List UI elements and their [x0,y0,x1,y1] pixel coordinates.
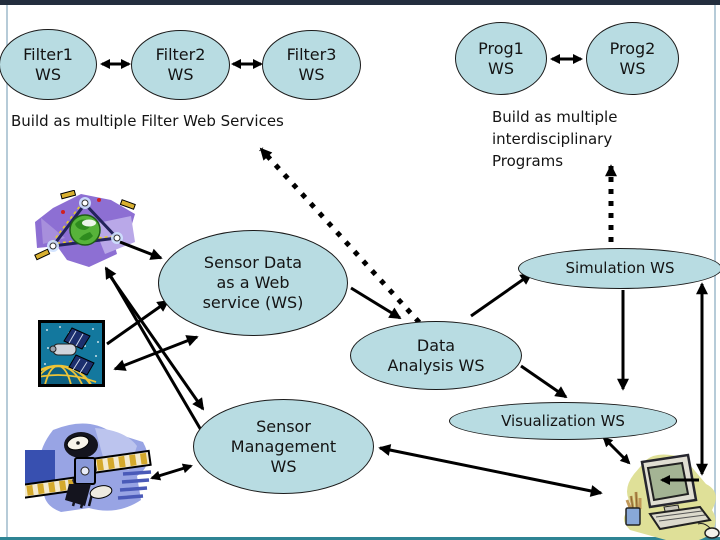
pencil-cup [625,491,642,526]
slide-left-border [6,5,8,537]
arrow-analysis-to-simulation [470,272,533,318]
node-sensor-data-ws: Sensor Data as a Web service (WS) [158,230,348,336]
node-filter1-ws: Filter1 WS [0,29,97,100]
keyboard [648,505,712,531]
node-label: Filter3 WS [286,45,337,84]
caption-filter-services: Build as multiple Filter Web Services [11,112,284,130]
satellite-clipart [25,423,152,512]
node-label: Sensor Data as a Web service (WS) [202,253,304,312]
node-label: Filter2 WS [155,45,206,84]
network-nodes [47,197,123,252]
node-sensor-management-ws: Sensor Management WS [193,399,374,494]
arrow-visualization-computer-bidir [602,436,631,465]
arrow-sensordata-to-analysis [350,286,402,320]
node-simulation-ws: Simulation WS [518,248,720,289]
arrow-network-to-sensordata [119,240,163,260]
satellite-core [64,432,113,509]
caption-interdisciplinary-programs: Build as multiple interdisciplinary Prog… [492,108,618,170]
node-label: Prog2 WS [609,38,656,78]
node-label: Data Analysis WS [387,335,485,375]
mouse [697,523,720,539]
slide-top-bar [0,0,720,5]
satellite-earth-photo-clipart [38,320,105,387]
node-label: Prog1 WS [478,38,524,78]
arrow-analysis-to-visualization [520,364,568,399]
mini-satellites [34,190,136,261]
node-filter2-ws: Filter2 WS [131,30,230,100]
slide-bottom-bar [0,537,720,540]
node-label: Simulation WS [565,259,675,278]
node-visualization-ws: Visualization WS [449,402,677,440]
node-label: Sensor Management WS [230,416,337,476]
arrow-satellite-sensordata-bidir [113,335,199,371]
node-data-analysis-ws: Data Analysis WS [350,321,522,390]
node-label: Visualization WS [501,411,625,430]
satellite-body [49,327,95,376]
arrow-satclip-mgmt-bidir [150,463,193,481]
arrow-satellite-to-sensordata [106,299,170,346]
node-prog1-ws: Prog1 WS [455,22,547,95]
node-label: Filter1 WS [23,44,73,84]
earth-globe [41,364,97,384]
dashed-arrow-analysis-to-filter-caption [259,147,430,334]
arrow-mgmt-computer-bidir [378,444,603,497]
node-filter3-ws: Filter3 WS [262,30,361,100]
node-prog2-ws: Prog2 WS [586,22,679,95]
